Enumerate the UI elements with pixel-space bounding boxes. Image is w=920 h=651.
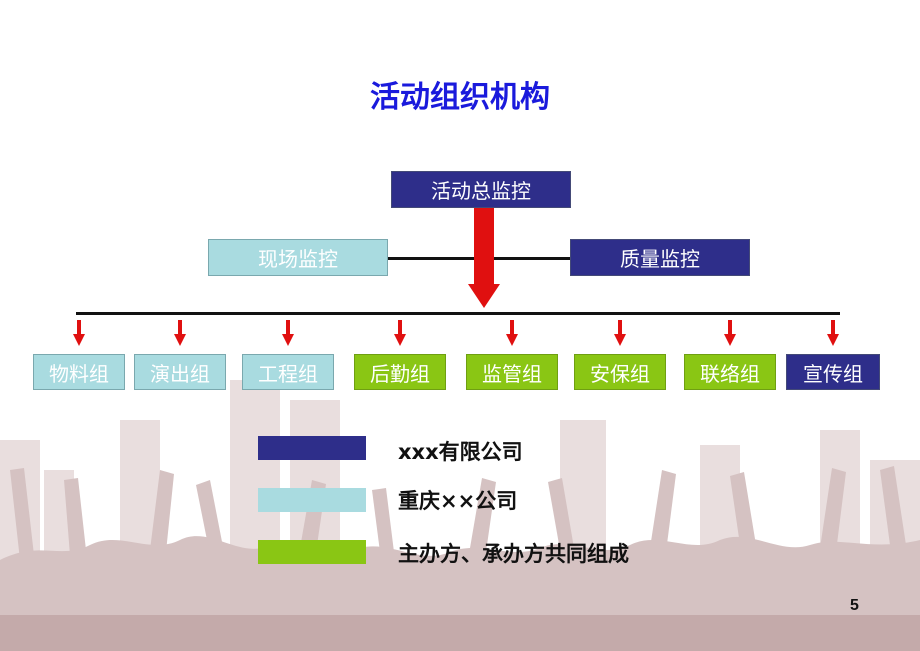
group-label: 安保组 xyxy=(590,361,650,386)
page-title: 活动组织机构 xyxy=(370,80,550,115)
group-box-8: 宣传组 xyxy=(786,354,880,390)
group-box-7: 联络组 xyxy=(684,354,776,390)
group-arrow-6 xyxy=(614,320,626,346)
legend-swatch-joint xyxy=(258,540,366,564)
side-node-right-box: 质量监控 xyxy=(570,239,750,276)
group-label: 后勤组 xyxy=(370,361,430,386)
side-node-left-label: 现场监控 xyxy=(258,247,338,271)
legend-label-joint: 主办方、承办方共同组成 xyxy=(398,542,629,566)
group-bus-line xyxy=(76,312,840,315)
group-box-5: 监管组 xyxy=(466,354,558,390)
legend-label-chongqing: 重庆××公司 xyxy=(398,489,518,513)
group-label: 物料组 xyxy=(49,361,109,386)
group-box-1: 物料组 xyxy=(33,354,125,390)
group-arrow-1 xyxy=(73,320,85,346)
legend-swatch-chongqing xyxy=(258,488,366,512)
legend-label-xxx: xxx有限公司 xyxy=(398,440,523,464)
group-box-6: 安保组 xyxy=(574,354,666,390)
top-node-box: 活动总监控 xyxy=(391,171,571,208)
group-box-3: 工程组 xyxy=(242,354,334,390)
group-label: 联络组 xyxy=(700,361,760,386)
group-label: 监管组 xyxy=(482,361,542,386)
legend-swatch-xxx xyxy=(258,436,366,460)
group-arrow-7 xyxy=(724,320,736,346)
group-label: 工程组 xyxy=(258,361,318,386)
group-box-4: 后勤组 xyxy=(354,354,446,390)
group-arrow-2 xyxy=(174,320,186,346)
group-arrow-8 xyxy=(827,320,839,346)
group-label: 宣传组 xyxy=(803,361,863,386)
group-arrow-5 xyxy=(506,320,518,346)
page-number: 5 xyxy=(850,597,859,614)
top-node-label: 活动总监控 xyxy=(431,179,531,203)
main-down-arrow xyxy=(468,208,500,308)
group-box-2: 演出组 xyxy=(134,354,226,390)
group-arrow-3 xyxy=(282,320,294,346)
side-node-right-label: 质量监控 xyxy=(620,247,700,271)
side-node-left-box: 现场监控 xyxy=(208,239,388,276)
group-label: 演出组 xyxy=(150,361,210,386)
group-arrow-4 xyxy=(394,320,406,346)
